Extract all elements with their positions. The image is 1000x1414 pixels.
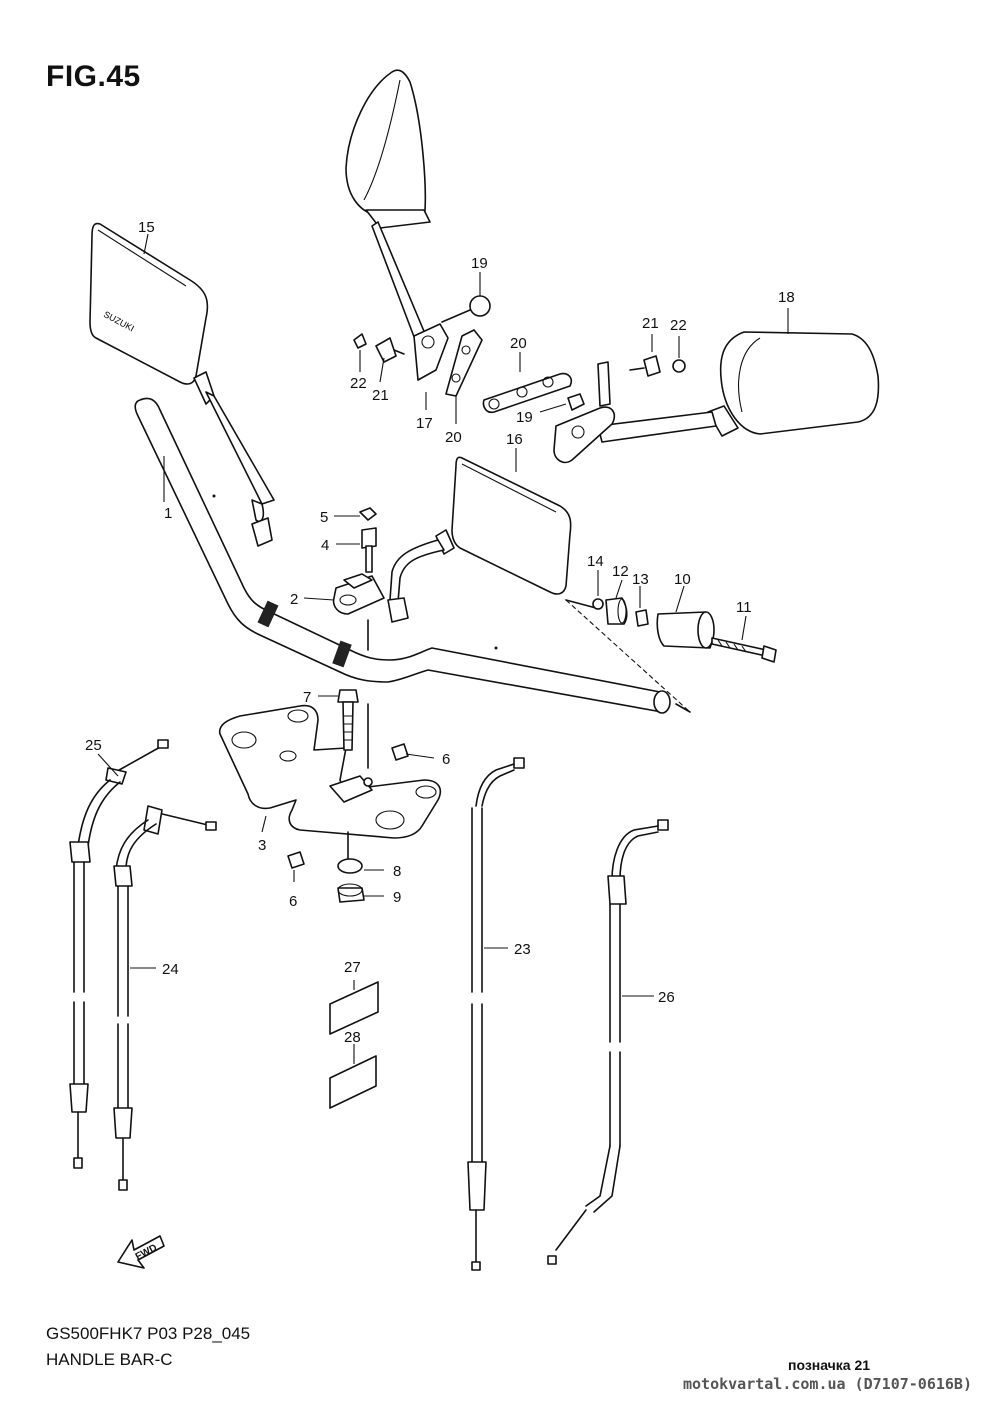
callout-9: 9 (393, 889, 401, 906)
callout-7: 7 (303, 689, 311, 706)
callout-22-right: 22 (670, 317, 687, 334)
part-6-block-right (391, 743, 409, 761)
callout-27: 27 (344, 959, 361, 976)
callout-3: 3 (258, 837, 266, 854)
callout-20-right: 20 (510, 335, 527, 352)
mirror-15: SUZUKI (89, 222, 275, 547)
part-21-22-right (629, 334, 686, 377)
part-2-upper-clamp (332, 573, 385, 615)
callout-14: 14 (587, 553, 604, 570)
callout-26: 26 (658, 989, 675, 1006)
callout-19-right: 19 (516, 409, 533, 426)
callout-18: 18 (778, 289, 795, 306)
cable-26 (547, 819, 669, 1265)
part-9-nut (337, 883, 365, 903)
callout-16: 16 (506, 431, 523, 448)
callout-20-left: 20 (445, 429, 462, 446)
leader-lines (97, 233, 789, 1064)
mirror-16 (387, 456, 572, 623)
part-20-clamp-vertical (445, 329, 483, 397)
part-7-bolt (337, 689, 359, 751)
callout-22-left: 22 (350, 375, 367, 392)
callout-15: 15 (138, 219, 155, 236)
callout-28: 28 (344, 1029, 361, 1046)
part-8-washer (337, 858, 363, 874)
cable-24 (113, 805, 217, 1191)
cable-23 (467, 757, 525, 1271)
callout-1: 1 (164, 505, 172, 522)
part-11-screw (711, 637, 777, 663)
callout-23: 23 (514, 941, 531, 958)
callout-19-top: 19 (471, 255, 488, 272)
mirror-18 (597, 331, 880, 443)
part-6-block-left (287, 851, 305, 869)
callout-4: 4 (321, 537, 329, 554)
label-28 (329, 1055, 377, 1109)
part-21-screw-left (353, 333, 405, 363)
part-19-20-clamp-right (482, 361, 616, 464)
callout-5: 5 (320, 509, 328, 526)
diagram-title: HANDLE BAR-C (46, 1350, 173, 1369)
part-12-14-collar (592, 597, 649, 627)
figure-title: FIG.45 (46, 60, 141, 93)
part-3-handlebar-holder (218, 704, 442, 839)
fwd-arrow-icon: FWD (117, 1235, 165, 1269)
callout-numbers: 1 2 3 4 5 6 6 7 8 9 10 11 12 13 14 15 16… (85, 219, 795, 1046)
callout-12: 12 (612, 563, 629, 580)
callout-2: 2 (290, 591, 298, 608)
callout-17: 17 (416, 415, 433, 432)
part-10-bar-end-weight (656, 611, 715, 649)
mirror-17 (345, 69, 449, 381)
callout-25: 25 (85, 737, 102, 754)
callout-6-right: 6 (442, 751, 450, 768)
callout-11: 11 (736, 599, 752, 616)
callout-21-right: 21 (642, 315, 659, 332)
label-27 (329, 981, 379, 1035)
callout-21-left: 21 (372, 387, 389, 404)
callout-8: 8 (393, 863, 401, 880)
mark-label: позначка 21 (788, 1357, 871, 1373)
callout-10: 10 (674, 571, 691, 588)
part-4-5-bolt (359, 507, 377, 573)
callout-6-left: 6 (289, 893, 297, 910)
model-code: GS500FHK7 P03 P28_045 (46, 1324, 251, 1343)
handlebar-1 (134, 397, 671, 714)
callout-13: 13 (632, 571, 649, 588)
part-19-cap-top (441, 272, 491, 323)
cable-25 (69, 739, 169, 1169)
callout-24: 24 (162, 961, 179, 978)
fwd-label: FWD (134, 1242, 159, 1262)
source-label: motokvartal.com.ua (D7107-0616B) (683, 1375, 972, 1393)
